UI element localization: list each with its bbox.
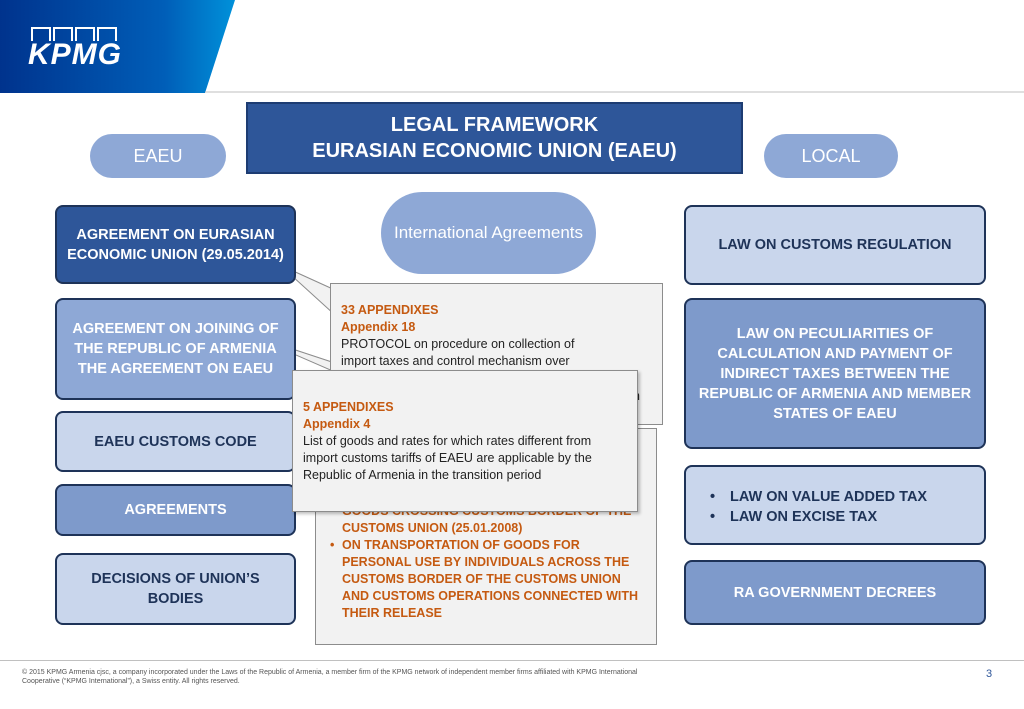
- page-number: 3: [986, 668, 993, 680]
- indirect-taxes-law-box: LAW ON PECULIARITIES OF CALCULATION AND …: [684, 298, 986, 449]
- title-line-2: EURASIAN ECONOMIC UNION (EAEU): [312, 140, 677, 162]
- footer-divider: [0, 660, 1024, 661]
- callout-2-appendix: Appendix 4: [303, 417, 371, 431]
- title-line-1: LEGAL FRAMEWORK: [390, 114, 599, 136]
- callout-1-appendix: Appendix 18: [341, 320, 416, 334]
- armenia-joining-box: AGREEMENT ON JOINING OF THE REPUBLIC OF …: [55, 298, 296, 400]
- callout-2-heading: 5 APPENDIXES: [303, 400, 394, 414]
- eaeu-pill: EAEU: [90, 134, 226, 178]
- decisions-box: DECISIONS OF UNION’S BODIES: [55, 553, 296, 625]
- callout-1-line-2: import taxes and control mechanism over: [341, 354, 570, 368]
- customs-regulation-law-box: LAW ON CUSTOMS REGULATION: [684, 205, 986, 285]
- callout-1-heading: 33 APPENDIXES: [341, 303, 439, 317]
- footer-legal-text: © 2015 KPMG Armenia cjsc, a company inco…: [22, 669, 638, 685]
- callout-3-bullet-2: ON TRANSPORTATION OF GOODS FOR PERSONAL …: [328, 537, 646, 622]
- agreements-box: AGREEMENTS: [55, 484, 296, 536]
- callout-1-line-1: PROTOCOL on procedure on collection of: [341, 337, 575, 351]
- eaeu-agreement-box: AGREEMENT ON EURASIAN ECONOMIC UNION (29…: [55, 205, 296, 284]
- page-title: LEGAL FRAMEWORK EURASIAN ECONOMIC UNION …: [246, 102, 743, 174]
- kpmg-logo: KPMG: [28, 38, 122, 71]
- callout-2-text: List of goods and rates for which rates …: [303, 434, 592, 482]
- local-pill: LOCAL: [764, 134, 898, 178]
- excise-law-item: LAW ON EXCISE TAX: [706, 507, 970, 527]
- government-decrees-box: RA GOVERNMENT DECREES: [684, 560, 986, 625]
- vat-law-item: LAW ON VALUE ADDED TAX: [706, 487, 970, 507]
- customs-code-box: EAEU CUSTOMS CODE: [55, 411, 296, 472]
- logo-boxes: [31, 27, 119, 41]
- international-agreements-pill: International Agreements: [381, 192, 596, 274]
- tax-laws-box: LAW ON VALUE ADDED TAX LAW ON EXCISE TAX: [684, 465, 986, 545]
- callout-5-appendixes: 5 APPENDIXES Appendix 4 List of goods an…: [292, 370, 638, 512]
- header-band: [0, 0, 1024, 93]
